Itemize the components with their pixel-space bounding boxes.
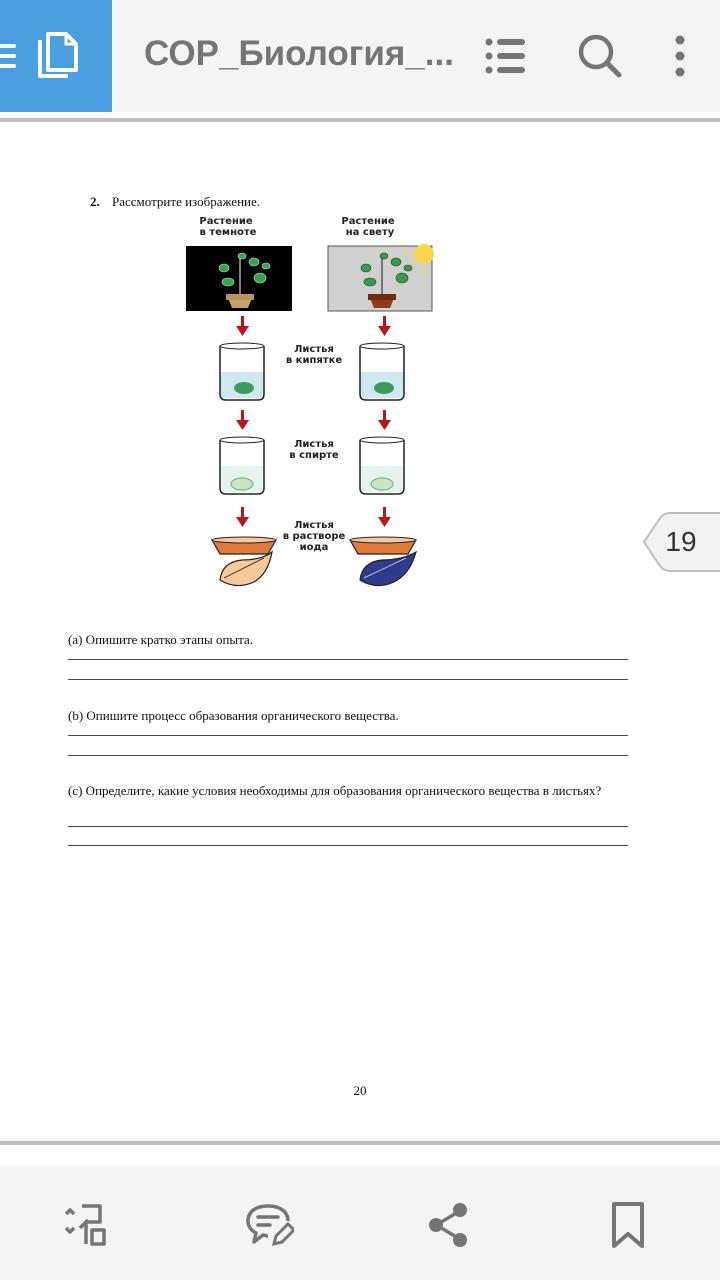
page-indicator-number: 19 (665, 526, 697, 557)
label-alcohol-2: в спирте (289, 450, 339, 461)
question-number: 2. (90, 194, 100, 209)
share-icon[interactable] (424, 1200, 474, 1250)
outline-list-icon[interactable] (482, 32, 530, 80)
bottom-toolbar (0, 1166, 720, 1280)
top-app-bar: СОР_Биология_... (0, 0, 720, 112)
label-alcohol-1: Листья (294, 439, 334, 450)
label-iodine-3: иода (300, 542, 329, 553)
question-part-c: (c) Определите, какие условия необходимы… (68, 783, 602, 798)
process-arrows (236, 316, 391, 527)
label-iodine-2: в растворе (283, 531, 346, 542)
label-boil-2: в кипятке (286, 355, 343, 366)
iodine-dishes (210, 536, 418, 555)
result-leaves (219, 550, 417, 587)
label-dark-1: Растение (199, 216, 252, 227)
reflow-icon[interactable] (62, 1200, 112, 1250)
divider (0, 118, 720, 122)
question-text: Рассмотрите изображение. (112, 194, 261, 209)
beakers-alcohol (219, 436, 405, 495)
answer-line (68, 755, 628, 756)
more-options-icon[interactable] (656, 32, 704, 80)
label-iodine-1: Листья (294, 520, 334, 531)
answer-line (68, 679, 628, 680)
answer-line (68, 735, 628, 736)
document-title: СОР_Биология_... (144, 34, 454, 73)
bookmark-icon[interactable] (604, 1200, 654, 1250)
answer-line (68, 826, 628, 827)
search-icon[interactable] (576, 32, 624, 80)
menu-icon (0, 44, 16, 68)
divider (0, 1141, 720, 1145)
label-dark-2: в темноте (200, 227, 257, 238)
question-part-a: (a) Опишите кратко этапы опыта. (68, 632, 253, 647)
page-number: 20 (353, 1083, 367, 1098)
answer-line (68, 659, 628, 660)
page-indicator-badge[interactable] (640, 512, 720, 572)
photosynthesis-experiment-figure: Растение в темноте Растение на свету Лис… (186, 216, 434, 587)
answer-line (68, 845, 628, 846)
label-boil-1: Листья (294, 344, 334, 355)
label-light-1: Растение (341, 216, 394, 227)
documents-button[interactable] (0, 0, 112, 112)
question-part-b: (b) Опишите процесс образования органиче… (68, 708, 399, 723)
label-light-2: на свету (346, 227, 395, 238)
document-copy-icon (38, 32, 78, 78)
comment-icon[interactable] (244, 1200, 294, 1250)
document-page[interactable]: 2. Рассмотрите изображение. Растение в т… (0, 126, 720, 1138)
beakers-boil (219, 342, 405, 401)
